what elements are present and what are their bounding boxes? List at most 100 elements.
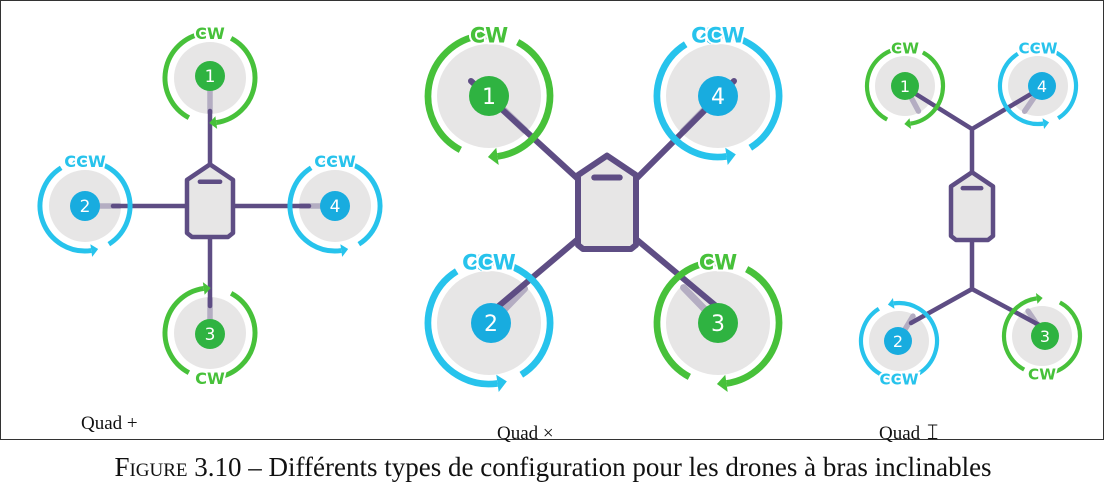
rotation-arrow [479, 26, 491, 45]
rotation-arrow [321, 155, 330, 168]
rotation-arc [1001, 296, 1038, 372]
rotation-arc [864, 46, 901, 122]
rotation-label: CW [470, 24, 508, 48]
rotation-arrow [898, 42, 906, 54]
rotor-number: 3 [205, 325, 216, 345]
rotation-label: CW [195, 369, 225, 388]
config-label-plus: Quad + [81, 413, 138, 434]
frame-arm [969, 88, 1039, 132]
rotor-number: 4 [330, 197, 341, 217]
rotation-label: CCW [314, 152, 356, 171]
rotor-hub [698, 303, 738, 343]
drone-body [184, 162, 236, 240]
rotation-arrow [887, 297, 895, 309]
rotation-label: CCW [64, 152, 106, 171]
rotation-arrow [904, 118, 912, 130]
rotation-arrow [716, 374, 728, 393]
rotation-arc [424, 32, 482, 153]
rotation-arrow [71, 155, 80, 168]
frame-arm [908, 286, 975, 326]
rotation-arrow [496, 374, 507, 393]
frame-arm [908, 88, 975, 132]
caption-text: – Différents types de configuration pour… [241, 452, 992, 482]
rotor-number: 2 [80, 197, 91, 217]
rotation-arrow [340, 244, 349, 257]
rotation-label: CCW [1018, 40, 1057, 58]
rotation-arc [78, 158, 133, 247]
rotation-arc [328, 158, 383, 247]
frame-arm [969, 286, 1044, 329]
rotation-arc [893, 300, 940, 375]
rotation-label: CW [891, 40, 919, 58]
rotation-arc [37, 165, 92, 254]
rotor-number: 3 [1040, 327, 1050, 346]
rotor-hub [884, 327, 912, 355]
rotation-arc [725, 266, 783, 387]
rotation-arrow [708, 253, 720, 272]
rotation-arc [709, 31, 783, 151]
rotor-number: 4 [711, 85, 725, 110]
drone-diagrams: 1CW2CCW3CW4CCW1CW4CCW2CCW3CW1CW4CCW2CCW3… [37, 22, 1083, 393]
rotation-label: CW [195, 24, 225, 43]
rotor-hub [469, 76, 509, 116]
rotor-number: 1 [482, 85, 496, 110]
rotor-hub [698, 76, 738, 116]
rotation-arrow [1041, 368, 1049, 380]
rotation-arc [653, 41, 727, 161]
rotation-arrow [725, 147, 736, 166]
rotor-number: 3 [711, 312, 725, 337]
rotation-arc [858, 307, 905, 382]
rotation-label: CCW [691, 24, 745, 48]
drone-body [948, 170, 996, 243]
caption-prefix: Figure 3.10 [114, 452, 242, 482]
rotation-arrow [202, 282, 211, 295]
figure-caption: Figure 3.10 – Différents types de config… [0, 452, 1106, 483]
rotation-arc [480, 258, 554, 378]
config-label-h: Quad 𝙸 [879, 419, 941, 444]
rotation-arc [496, 39, 554, 160]
rotor-number: 1 [900, 77, 910, 96]
rotation-arrow [471, 253, 482, 272]
rotor-number: 2 [484, 312, 498, 337]
rotor-hub [891, 72, 919, 100]
rotation-arc [997, 52, 1044, 127]
rotor-hub [195, 319, 225, 349]
rotor-number: 1 [205, 67, 216, 87]
rotor-hub [471, 303, 511, 343]
rotor-hub [1031, 322, 1059, 350]
rotation-label: CW [1028, 366, 1056, 384]
rotation-arrow [903, 373, 911, 385]
rotation-arc [909, 50, 946, 126]
rotation-arc [287, 165, 342, 254]
rotor-hub [1028, 72, 1056, 100]
rotation-arrow [1026, 42, 1034, 54]
rotation-arrow [1035, 292, 1043, 304]
rotation-arrow [700, 26, 711, 45]
config-label-x: Quad × [497, 423, 554, 444]
rotation-arc [215, 291, 258, 381]
rotation-arrow [209, 116, 218, 129]
rotor-hub [70, 191, 100, 221]
rotation-label: CCW [879, 371, 918, 389]
rotor-number: 2 [893, 332, 903, 351]
rotation-label: CW [699, 251, 737, 275]
rotation-arrow [90, 244, 99, 257]
rotation-arc [1046, 300, 1083, 376]
rotation-label: CCW [462, 251, 516, 275]
rotation-arc [1032, 45, 1079, 120]
rotation-arc [215, 36, 258, 126]
drone-body [575, 152, 639, 252]
rotor-hub [195, 61, 225, 91]
rotor-number: 4 [1037, 77, 1047, 96]
rotation-arrow [209, 371, 218, 384]
rotation-arc [162, 285, 205, 375]
rotor-hub [320, 191, 350, 221]
rotation-arc [424, 268, 498, 388]
rotation-arrow [1042, 118, 1050, 130]
rotation-arrow [202, 27, 211, 40]
rotation-arc [653, 259, 711, 380]
rotation-arc [162, 30, 205, 120]
